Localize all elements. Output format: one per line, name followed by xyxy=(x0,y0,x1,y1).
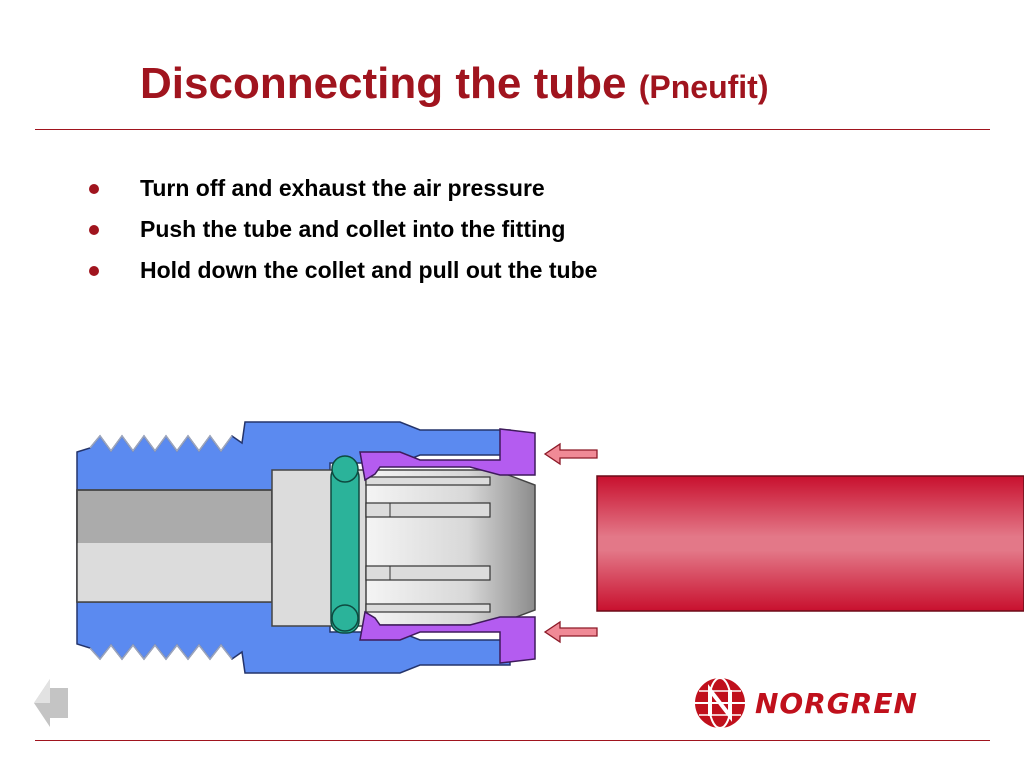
title-subtitle: (Pneufit) xyxy=(638,69,769,105)
bullet-text: Hold down the collet and pull out the tu… xyxy=(140,257,598,283)
push-arrow-icon xyxy=(543,442,598,466)
footer-divider xyxy=(35,740,990,741)
slide-title: Disconnecting the tube (Pneufit) xyxy=(140,62,768,106)
title-divider xyxy=(35,129,990,130)
pneumatic-tube xyxy=(596,475,1024,612)
bullet-list: Turn off and exhaust the air pressure Pu… xyxy=(86,168,597,291)
bullet-item: Push the tube and collet into the fittin… xyxy=(86,209,597,250)
collet-sleeve xyxy=(365,469,536,626)
brand-name: NORGREN xyxy=(755,686,918,720)
collet-lower xyxy=(359,610,536,664)
push-arrow-icon xyxy=(543,620,598,644)
brand-logo: NORGREN xyxy=(693,676,918,730)
bullet-icon xyxy=(89,183,99,194)
collet-upper xyxy=(359,428,536,482)
bullet-icon xyxy=(89,265,99,276)
bullet-icon xyxy=(89,224,99,235)
bullet-item: Turn off and exhaust the air pressure xyxy=(86,168,597,209)
collet-fingers xyxy=(365,476,491,613)
bullet-item: Hold down the collet and pull out the tu… xyxy=(86,250,597,291)
bullet-text: Push the tube and collet into the fittin… xyxy=(140,216,566,242)
norgren-globe-icon xyxy=(695,677,745,729)
title-main: Disconnecting the tube xyxy=(140,59,627,108)
back-arrow-icon[interactable] xyxy=(34,679,68,727)
bullet-text: Turn off and exhaust the air pressure xyxy=(140,175,545,201)
